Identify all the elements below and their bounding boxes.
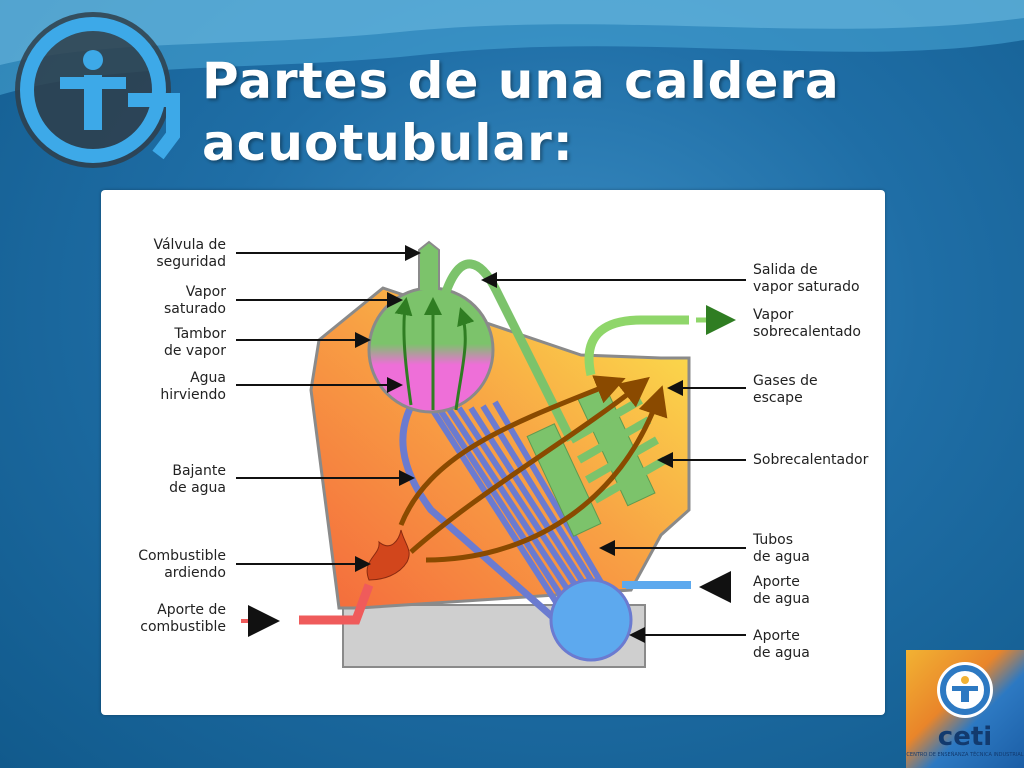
mud-drum (549, 578, 633, 662)
safety-valve (418, 240, 440, 290)
label-aporte-agua-drum: Aporte de agua (753, 628, 810, 661)
ceti-logo-word: ceti (937, 722, 993, 752)
steam-flow-arrows (394, 297, 475, 411)
label-gases-escape: Gases de escape (753, 373, 818, 406)
flame-icon (366, 529, 410, 581)
header-wave-decoration (0, 0, 1024, 95)
leader-lines-right (481, 272, 746, 643)
ceti-logo-subtitle: CENTRO DE ENSEÑANZA TÉCNICA INDUSTRIAL (906, 752, 1024, 758)
label-combustible-ardiendo: Combustible ardiendo (138, 548, 226, 581)
ceti-logo-icon (937, 662, 993, 718)
label-valvula-seguridad: Válvula de seguridad (153, 237, 226, 270)
superheated-steam-pipe (584, 315, 689, 376)
water-tubes (420, 393, 612, 612)
exhaust-gas-arrows (398, 375, 668, 563)
label-tubos-agua: Tubos de agua (753, 532, 810, 565)
ceti-logo: ceti CENTRO DE ENSEÑANZA TÉCNICA INDUSTR… (906, 650, 1024, 768)
label-salida-vapor: Salida de vapor saturado (753, 262, 860, 295)
label-aporte-combustible: Aporte de combustible (140, 602, 226, 635)
label-sobrecalentador: Sobrecalentador (753, 452, 869, 468)
label-bajante-agua: Bajante de agua (169, 463, 226, 496)
label-vapor-saturado: Vapor saturado (163, 284, 226, 317)
fuel-pipe (299, 583, 374, 625)
boiler-drawing (236, 240, 746, 668)
ceti-emblem-icon (15, 12, 180, 168)
label-aporte-agua-inlet: Aporte de agua (753, 574, 810, 607)
title-line-1: Partes de una caldera (202, 52, 840, 110)
slide-title: Partes de una caldera acuotubular: (202, 50, 982, 174)
steam-drum (367, 286, 495, 414)
label-agua-hirviendo: Agua hirviendo (160, 370, 226, 403)
boiler-diagram: Válvula de seguridad Vapor saturado Tamb… (101, 190, 885, 715)
leader-lines-left (236, 245, 421, 572)
water-inlet-pipe (622, 581, 691, 589)
label-vapor-sobrecalentado: Vapor sobrecalentado (753, 307, 861, 340)
title-line-2: acuotubular: (202, 114, 574, 172)
label-tambor-vapor: Tambor de vapor (163, 326, 226, 359)
